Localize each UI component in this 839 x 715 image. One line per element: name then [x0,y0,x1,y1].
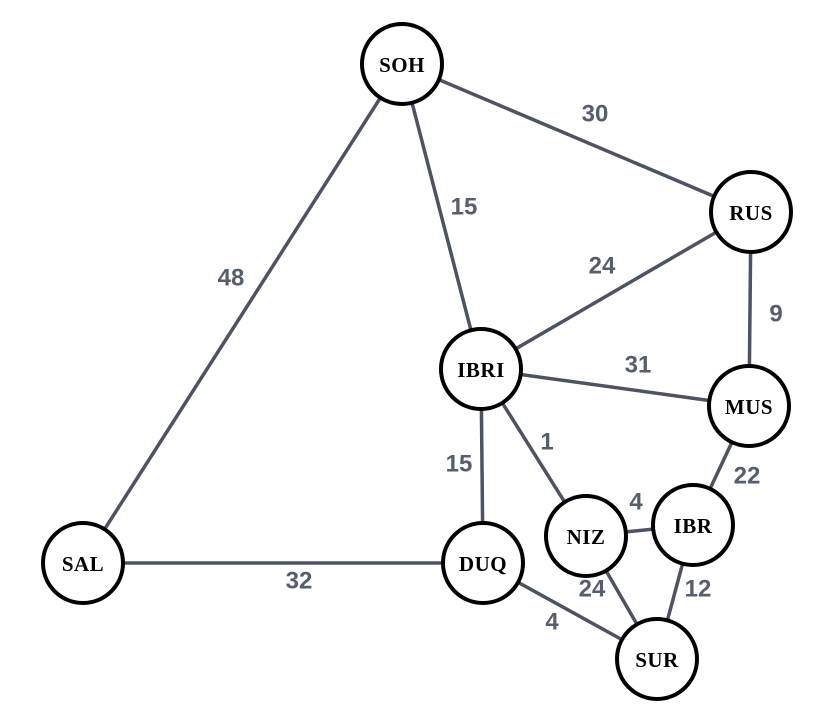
edge-weight-IBRI-NIZ: 1 [540,429,553,456]
node-SAL: SAL [41,521,125,605]
node-label-DUQ: DUQ [459,552,507,576]
edge-weight-RUS-IBRI: 24 [589,253,616,280]
node-label-SUR: SUR [635,648,679,672]
edge-SOH-IBRI [400,62,483,371]
node-circle-RUS [709,170,793,254]
edge-weight-IBRI-DUQ: 15 [446,451,473,478]
node-label-IBR: IBR [674,514,713,538]
node-label-MUS: MUS [725,395,773,419]
node-circle-SAL [41,521,125,605]
edge-weight-SOH-IBRI: 15 [451,194,478,221]
node-label-RUS: RUS [729,201,773,225]
edge-weight-SOH-RUS: 30 [582,101,609,128]
node-IBR: IBR [651,483,735,567]
node-circle-IBR [651,483,735,567]
node-circle-DUQ [441,521,525,605]
edge-weight-NIZ-SUR: 24 [579,576,606,603]
node-NIZ: NIZ [544,494,628,578]
node-RUS: RUS [709,170,793,254]
edge-weight-IBRI-MUS: 31 [625,352,652,379]
edge-weight-DUQ-SAL: 32 [286,568,313,595]
edge-weight-NIZ-IBR: 4 [629,489,643,516]
node-circle-MUS [707,364,791,448]
node-label-IBRI: IBRI [457,358,505,382]
node-label-SOH: SOH [379,53,425,77]
node-circle-IBRI [439,327,523,411]
node-IBRI: IBRI [439,327,523,411]
node-SUR: SUR [615,617,699,701]
edge-SOH-RUS [400,62,753,214]
node-circle-NIZ [544,494,628,578]
node-label-NIZ: NIZ [567,525,606,549]
node-circle-SUR [615,617,699,701]
edge-weight-DUQ-SUR: 4 [545,609,559,636]
node-label-SAL: SAL [62,552,104,576]
edge-weight-MUS-IBR: 22 [734,463,761,490]
node-circle-SOH [360,22,444,106]
edge-RUS-IBRI [479,210,753,371]
node-SOH: SOH [360,22,444,106]
edge-SOH-SAL [81,62,404,565]
edge-weight-RUS-MUS: 9 [769,301,782,328]
node-MUS: MUS [707,364,791,448]
edge-weight-IBR-SUR: 12 [685,576,712,603]
edge-IBRI-MUS [479,367,751,408]
edge-weight-SOH-SAL: 48 [218,265,245,292]
node-DUQ: DUQ [441,521,525,605]
